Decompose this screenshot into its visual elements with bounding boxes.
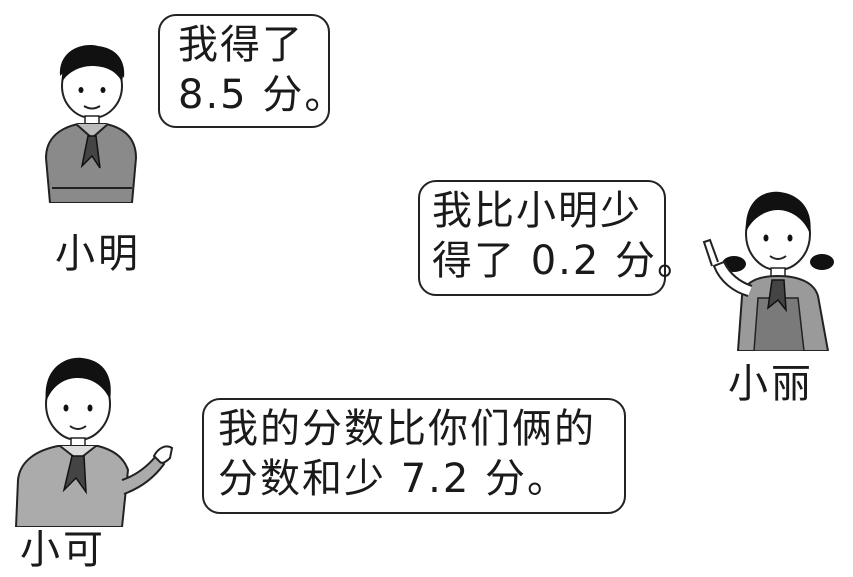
boy-xiaoke-illustration	[14, 357, 174, 527]
speech-line: 我得了	[178, 22, 304, 68]
speech-line: 分数和少 7.2 分。	[218, 456, 570, 502]
boy-xiaoming-illustration	[44, 45, 138, 203]
speech-line: 我比小明少	[432, 188, 642, 234]
speech-bubble-xiaoming: 我得了 8.5 分。	[158, 14, 347, 128]
speech-bubble-xiaoke: 我的分数比你们俩的 分数和少 7.2 分。	[202, 398, 626, 514]
speech-line: 得了 0.2 分。	[432, 238, 700, 284]
speech-line: 我的分数比你们俩的	[218, 406, 596, 452]
name-label-xiaoming: 小明	[55, 231, 141, 277]
name-label-xiaoke: 小可	[20, 527, 106, 573]
name-label-xiaoli: 小丽	[728, 361, 814, 407]
speech-bubble-xiaoli: 我比小明少 得了 0.2 分。	[418, 180, 700, 296]
girl-xiaoli-illustration	[702, 191, 834, 351]
speech-line: 8.5 分。	[178, 72, 347, 118]
